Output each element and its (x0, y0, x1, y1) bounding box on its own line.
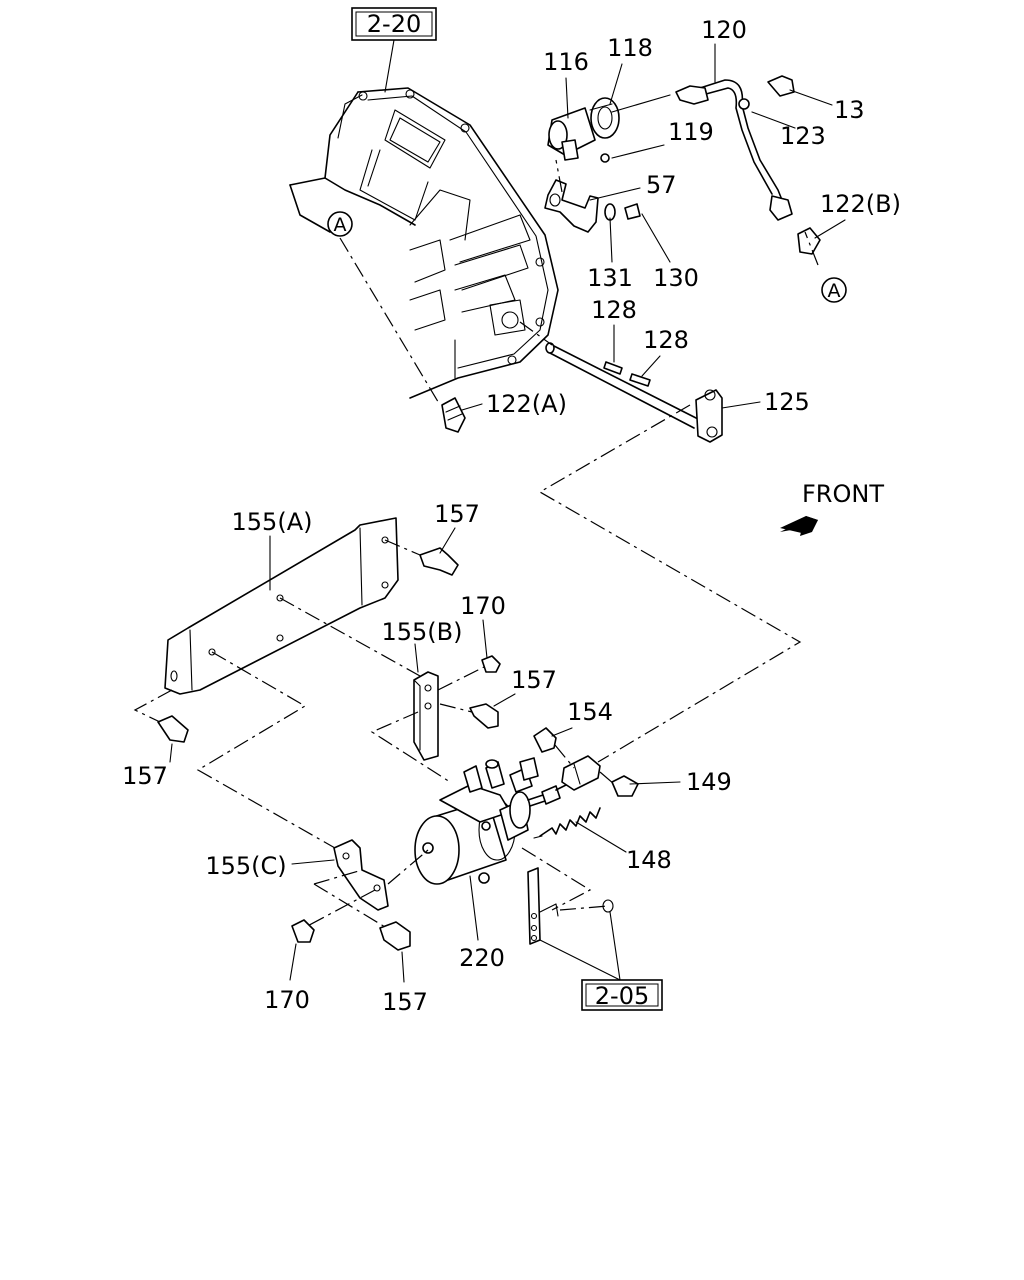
callout-119: 119 (668, 118, 714, 146)
dash-155a-155b (279, 597, 421, 677)
callout-157c: 157 (122, 762, 168, 790)
key-128a (603, 361, 623, 375)
callout-157d: 157 (382, 988, 428, 1016)
key-128b (629, 373, 651, 387)
leader-2-05-a (539, 939, 621, 981)
bearing-sleeve-118 (589, 97, 620, 139)
reference-box-2-05[interactable]: 2-05 (581, 979, 663, 1011)
dash-154-clevis (554, 744, 575, 769)
leader-2-05-b (609, 911, 621, 981)
callout-148: 148 (626, 846, 672, 874)
dash-155b-cyl (370, 711, 451, 783)
callout-123: 123 (780, 122, 826, 150)
callout-57: 57 (646, 171, 677, 199)
release-bearing-116 (547, 107, 596, 161)
callout-122a: 122(A) (486, 390, 567, 418)
pin-154 (533, 727, 557, 753)
dash-155a-bolt (384, 539, 421, 556)
callout-131: 131 (587, 264, 633, 292)
bolt-130 (624, 203, 641, 220)
dash-155a-155c (196, 651, 336, 849)
callout-120: 120 (701, 16, 747, 44)
return-spring-148 (533, 807, 601, 839)
callout-155b: 155(B) (382, 618, 463, 646)
clutch-booster-220 (414, 757, 555, 885)
callout-130: 130 (653, 264, 699, 292)
pin-119 (600, 153, 610, 163)
reference-box-2-20[interactable]: 2-20 (351, 7, 437, 41)
dash-155b-nut (437, 666, 485, 691)
clutch-hose-120 (675, 79, 793, 221)
callout-13: 13 (834, 96, 865, 124)
dash-155c-cyl (387, 849, 429, 885)
bolt-157a (419, 547, 459, 576)
nut-170a (481, 655, 501, 673)
callout-157b: 157 (511, 666, 557, 694)
callout-157a: 157 (434, 500, 480, 528)
ref-2-20-label: 2-20 (367, 10, 421, 38)
dash-155b-bolt (439, 703, 473, 713)
leader-2-20 (384, 39, 395, 93)
dash-155c-frame (313, 869, 363, 885)
dash-a-to-122b (804, 231, 819, 266)
front-label: FRONT (802, 480, 884, 508)
dash-shaft (519, 321, 553, 346)
dash-a-to-122a (339, 237, 441, 406)
transmission-housing (289, 87, 559, 399)
callout-118: 118 (607, 34, 653, 62)
callout-155c: 155(C) (205, 852, 286, 880)
dash-fork-bearing (555, 159, 563, 193)
callout-149: 149 (686, 768, 732, 796)
front-arrow (780, 516, 818, 536)
bolt-157d (379, 921, 411, 951)
callout-116: 116 (543, 48, 589, 76)
callout-154: 154 (567, 698, 613, 726)
callout-128b: 128 (643, 326, 689, 354)
svg-text:A: A (828, 280, 841, 302)
callout-170a: 170 (460, 592, 506, 620)
bolt-13 (767, 75, 795, 97)
snap-pin-149 (611, 775, 639, 797)
bolt-157b (469, 703, 499, 729)
bracket-155a (164, 517, 399, 695)
callout-170b: 170 (264, 986, 310, 1014)
dash-spring-stay (521, 847, 592, 911)
bracket-155b (413, 671, 439, 761)
dash-155a-bolt (133, 689, 173, 723)
dash-155c-bolt (313, 883, 391, 931)
ref-2-05-label: 2-05 (595, 982, 649, 1010)
callout-155a: 155(A) (232, 508, 313, 536)
stay-plate (527, 867, 614, 945)
release-shaft-125 (545, 342, 723, 443)
dash-clevis-149 (599, 771, 615, 785)
callout-labels: 120 116 118 13 123 119 57 122(B) 131 130… (122, 16, 901, 1016)
marker-a-right: A (821, 277, 847, 303)
dash-shaft-to-cylinder (538, 404, 802, 763)
callout-122b: 122(B) (820, 190, 901, 218)
dash-stay-clip (559, 905, 609, 911)
bracket-155c (333, 839, 389, 911)
release-fork-57 (544, 179, 599, 233)
callout-220: 220 (459, 944, 505, 972)
callout-128a: 128 (591, 296, 637, 324)
svg-text:A: A (334, 214, 347, 236)
union-122a (441, 397, 466, 433)
callout-125: 125 (764, 388, 810, 416)
union-122b (797, 227, 821, 255)
pushrod-clevis (541, 755, 601, 805)
bolt-157c (157, 715, 189, 743)
nut-170b (291, 919, 315, 943)
dash-155c-nut (299, 889, 376, 931)
leader-lines (169, 43, 846, 983)
marker-a-upper: A (327, 211, 353, 237)
